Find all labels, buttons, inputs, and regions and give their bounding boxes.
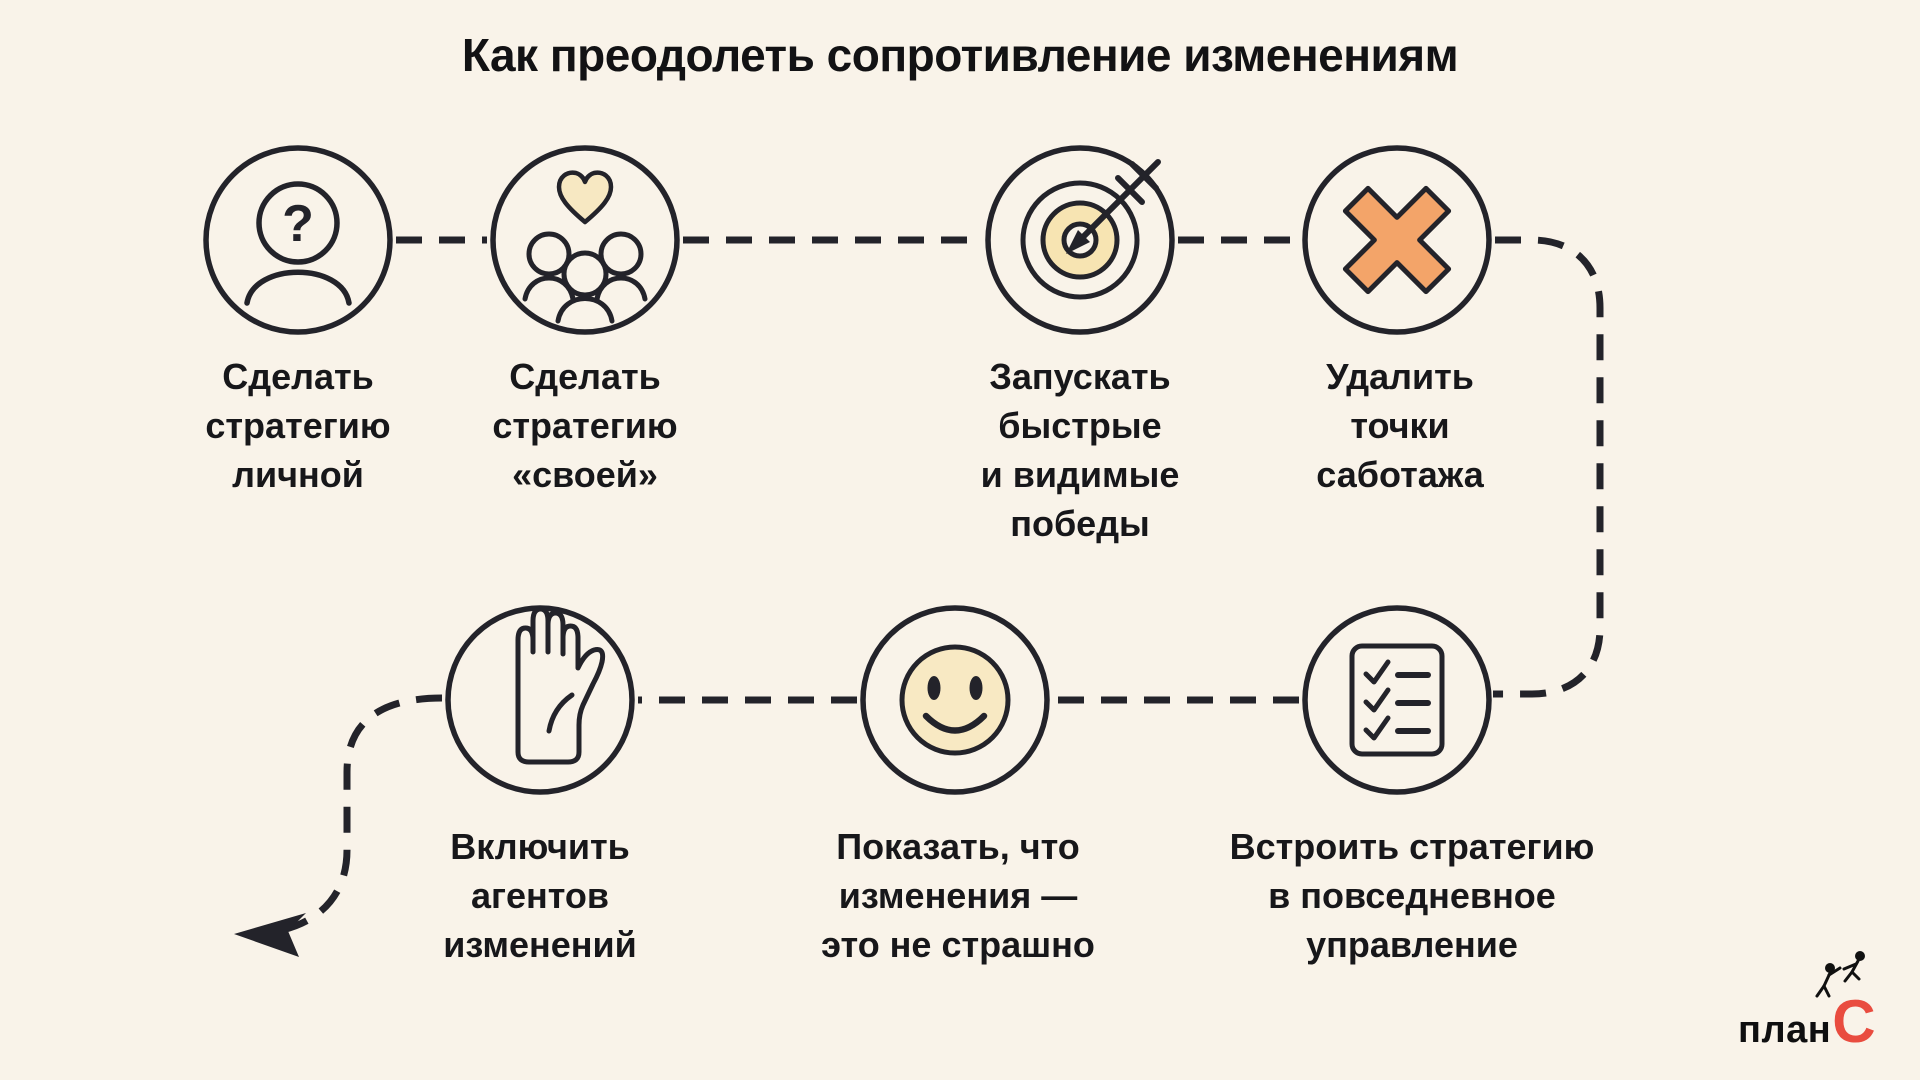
step-label-1: Сделать стратегию личной (205, 356, 391, 495)
step-circle (860, 605, 1050, 795)
step-circle (1302, 605, 1492, 795)
step-circle (985, 145, 1175, 335)
step-label-2: Сделать стратегию «своей» (492, 356, 678, 495)
smiley-icon (899, 644, 1011, 756)
question-glyph: ? (282, 195, 314, 253)
flow-end-arrowhead (234, 913, 306, 957)
step-circle (203, 145, 393, 335)
connector-step7-exit (281, 694, 443, 934)
step-label-5: Встроить стратегию в повседневное управл… (1229, 826, 1595, 965)
group-heart-icon (522, 170, 648, 324)
step-circle (1302, 145, 1492, 335)
step-circle (490, 145, 680, 335)
page-title: Как преодолеть сопротивление изменениям (461, 29, 1459, 81)
cross-icon (1342, 185, 1452, 295)
connector-step4-step5 (1493, 236, 1604, 698)
logo-text-black: план (1738, 1008, 1832, 1051)
step-label-4: Удалить точки саботажа (1316, 356, 1484, 495)
logo: план С (1738, 951, 1876, 1056)
person-question-icon: ? (244, 181, 352, 306)
step-label-7: Включить агентов изменений (443, 826, 637, 965)
logo-text-red: С (1832, 988, 1876, 1056)
climbing-figures-icon (1815, 951, 1865, 998)
step-label-3: Запускать быстрые и видимые победы (980, 356, 1180, 544)
checklist-icon (1349, 643, 1445, 757)
hand-icon (515, 606, 606, 765)
step-label-6: Показать, что изменения — это не страшно (821, 826, 1095, 965)
target-arrow-icon (1020, 159, 1161, 300)
